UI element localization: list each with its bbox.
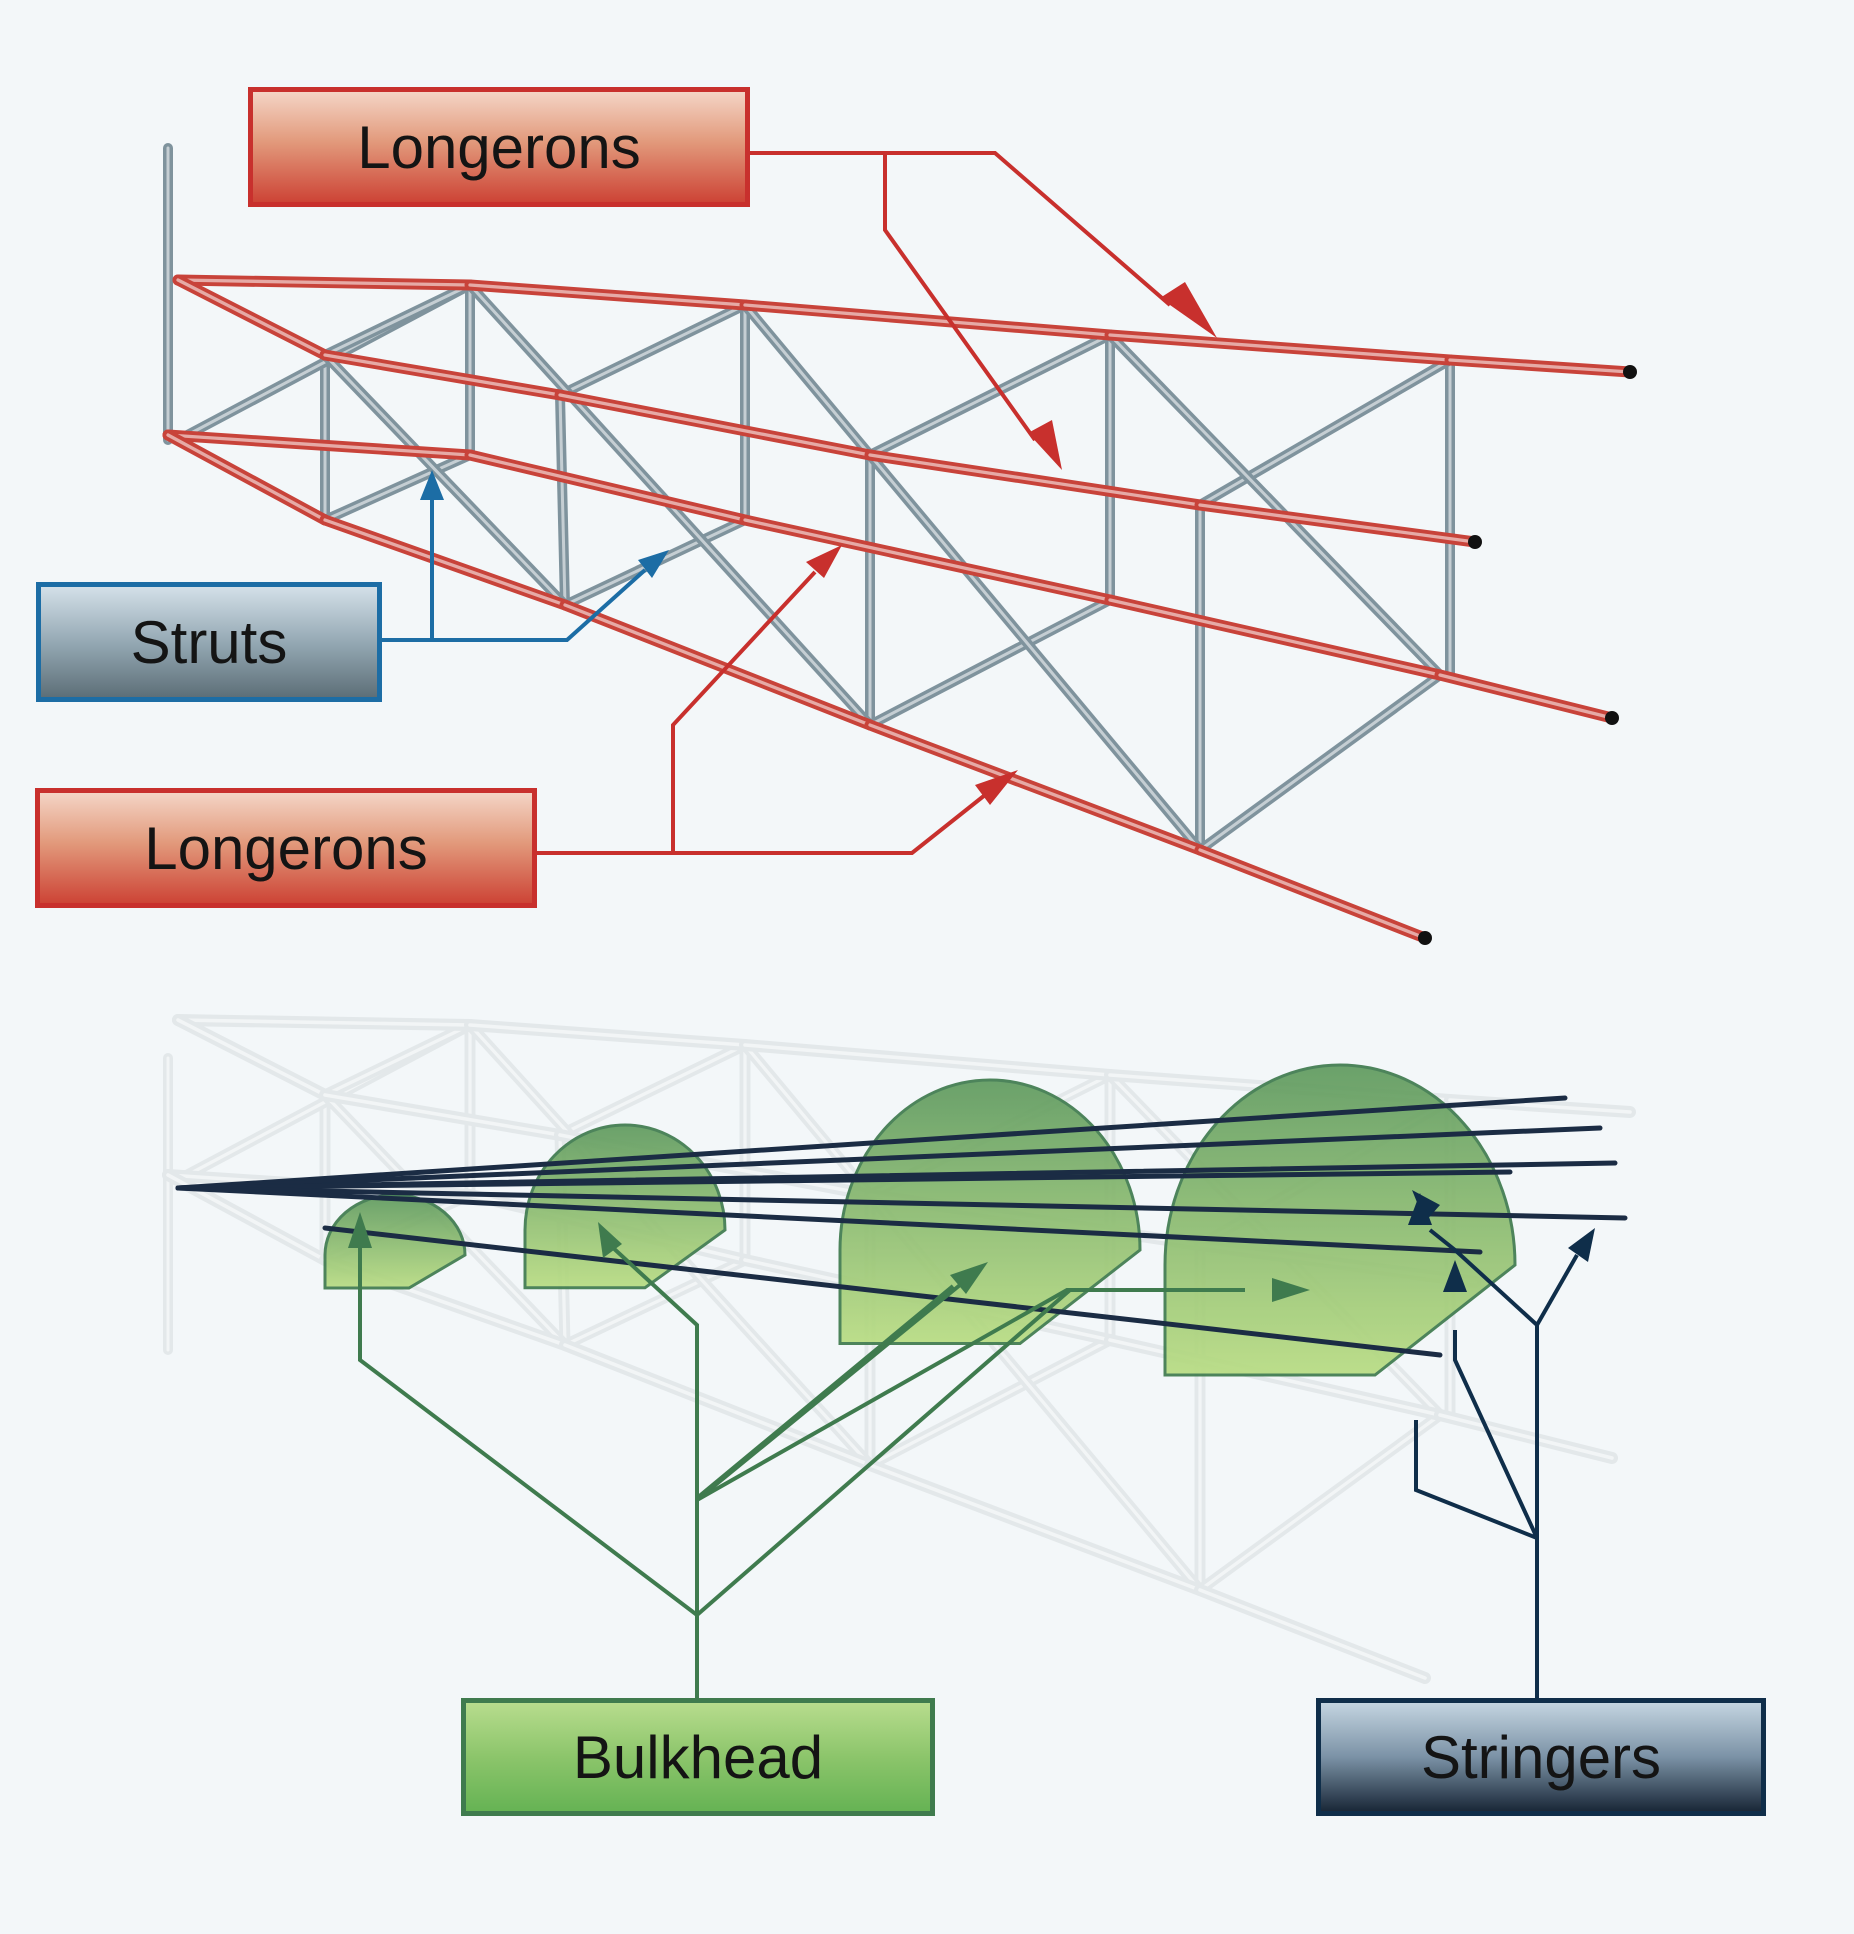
longerons-group [162, 274, 1637, 945]
strut-23-highlight [868, 453, 1202, 852]
stringers-label: Stringers [1316, 1698, 1766, 1816]
longeron-1-seg-4-highlight [1108, 333, 1452, 362]
strut-15-highlight [323, 283, 472, 357]
longeron-3-end [1605, 711, 1619, 725]
frame-bottom [162, 1014, 1636, 1684]
longeron-2-end [1468, 535, 1482, 549]
frame-tube-13-highlight [1198, 1413, 1442, 1592]
longeron-1-end [1623, 365, 1637, 379]
longerons-top-leader [750, 151, 1217, 470]
stringers-leader [1408, 1190, 1595, 1698]
callout-lines [348, 151, 1595, 1698]
longerons-bottom-leader [537, 545, 1018, 855]
longeron-2-seg-4-highlight [868, 453, 1202, 507]
strut-3-highlight [558, 393, 567, 607]
frame-tube-16-highlight [558, 1043, 747, 1137]
stringer-7 [322, 1225, 1443, 1358]
longerons-top-label: Longerons [248, 87, 750, 207]
frame-tube-21-highlight [743, 1043, 872, 1197]
longerons-bottom-label: Longerons [35, 788, 537, 908]
strut-22-highlight [1108, 333, 1442, 677]
bulkhead-3 [838, 1078, 1142, 1345]
frame-tube-12-highlight [868, 1338, 1112, 1467]
welded-truss-top [162, 143, 1637, 945]
strut-13-highlight [1198, 673, 1442, 852]
frame-longeron-1-seg-1-highlight [176, 1018, 472, 1027]
strut-10-highlight [323, 453, 472, 522]
longeron-3-seg-4-highlight [1108, 598, 1442, 677]
bulkhead-label: Bulkhead [461, 1698, 935, 1816]
frame-tube-15-highlight [323, 1023, 472, 1097]
longeron-4-seg-3-highlight [563, 603, 872, 727]
longeron-1-seg-2-highlight [468, 283, 747, 307]
longeron-3-seg-1-highlight [166, 433, 472, 457]
longeron-2-seg-3-highlight [558, 393, 872, 457]
stringer-6 [175, 1185, 1483, 1255]
strut-12-highlight [868, 598, 1112, 727]
longeron-1-seg-3-highlight [743, 303, 1112, 337]
frame-longeron-1-seg-3-highlight [743, 1043, 1112, 1077]
frame-longeron-1-seg-2-highlight [468, 1023, 747, 1047]
strut-18-highlight [1198, 358, 1452, 507]
longeron-2-seg-2-highlight [323, 353, 562, 397]
frame-longeron-4-seg-4-highlight [868, 1463, 1202, 1592]
strut-21-highlight [743, 303, 872, 457]
longeron-2-seg-1-highlight [176, 278, 327, 357]
longeron-4-end [1418, 931, 1432, 945]
strut-16-highlight [558, 303, 747, 397]
frame-longeron-4-seg-3-highlight [563, 1343, 872, 1467]
strut-19-highlight [323, 353, 567, 607]
stringer-5 [175, 1185, 1628, 1221]
longeron-2-seg-5-highlight [1198, 503, 1477, 544]
strut-17-highlight [868, 333, 1112, 457]
stringers-group [175, 1095, 1628, 1358]
longeron-4-seg-4-highlight [868, 723, 1202, 852]
struts-label: Struts [36, 582, 382, 702]
stringer-2 [175, 1125, 1603, 1191]
frame-longeron-4-seg-5-highlight [1198, 1588, 1427, 1680]
longeron-4-seg-1-highlight [166, 433, 327, 522]
bulkhead-leader [348, 1212, 1310, 1698]
longeron-4-seg-5-highlight [1198, 848, 1427, 940]
stringer-1 [175, 1095, 1568, 1191]
frame-longeron-2-seg-2-highlight [323, 1093, 562, 1137]
stringer-4 [175, 1169, 1513, 1191]
longeron-1-seg-5-highlight [1448, 358, 1632, 374]
struts-leader [382, 470, 669, 642]
longeron-3-seg-5-highlight [1438, 673, 1614, 720]
struts-group [163, 143, 1455, 855]
frame-longeron-3-seg-5-highlight [1438, 1413, 1614, 1460]
longeron-1-seg-1-highlight [176, 278, 472, 287]
frame-longeron-2-seg-1-highlight [176, 1018, 327, 1097]
longeron-3-seg-2-highlight [468, 453, 747, 522]
longeron-4-seg-2-highlight [323, 518, 567, 607]
longeron-3-seg-3-highlight [743, 518, 1112, 602]
